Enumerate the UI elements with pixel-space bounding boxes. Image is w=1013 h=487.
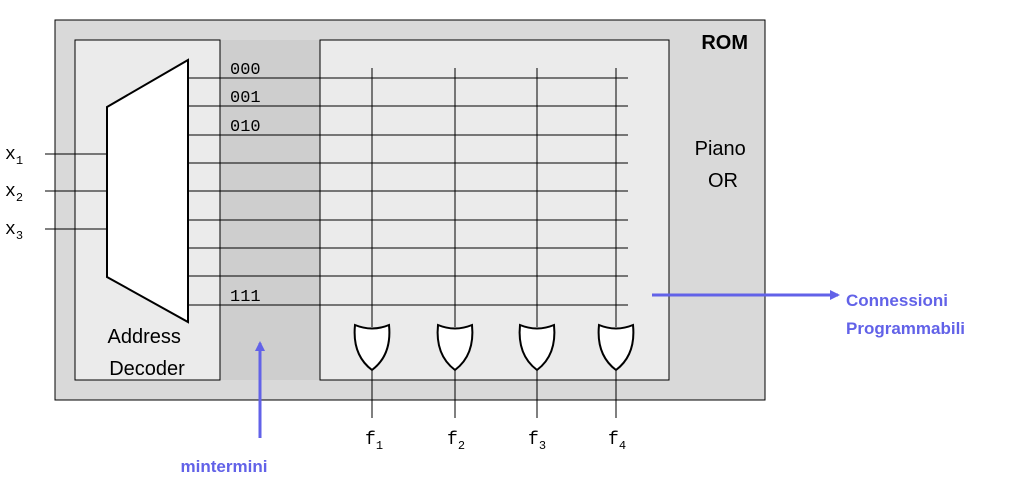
connections-annotation: Connessioni Programmabili bbox=[846, 291, 965, 338]
or-gate-4 bbox=[597, 323, 635, 372]
address-label-111: 111 bbox=[230, 288, 261, 307]
address-label-010: 010 bbox=[230, 118, 261, 137]
minterms-annotation: mintermini bbox=[181, 457, 268, 476]
address-label-000: 000 bbox=[230, 61, 261, 80]
minterm-band bbox=[220, 40, 320, 380]
input-label-x1: x1 bbox=[5, 145, 23, 168]
or-gate-3 bbox=[518, 323, 556, 372]
or-plane-label: Piano OR bbox=[695, 138, 752, 192]
rom-label: ROM bbox=[701, 32, 748, 54]
decoder-label: Address Decoder bbox=[108, 326, 187, 380]
minterm-lines bbox=[188, 77, 628, 306]
or-gate-2 bbox=[436, 323, 474, 372]
decoder-symbol bbox=[106, 58, 189, 324]
output-label-f4: f4 bbox=[608, 430, 626, 453]
or-plane-panel bbox=[319, 39, 670, 381]
output-label-f1: f1 bbox=[365, 430, 383, 453]
or-gate-1 bbox=[353, 323, 391, 372]
input-label-x2: x2 bbox=[5, 182, 23, 205]
input-label-x3: x3 bbox=[5, 220, 23, 243]
output-label-f3: f3 bbox=[528, 430, 546, 453]
address-label-001: 001 bbox=[230, 89, 261, 108]
output-label-f2: f2 bbox=[447, 430, 465, 453]
